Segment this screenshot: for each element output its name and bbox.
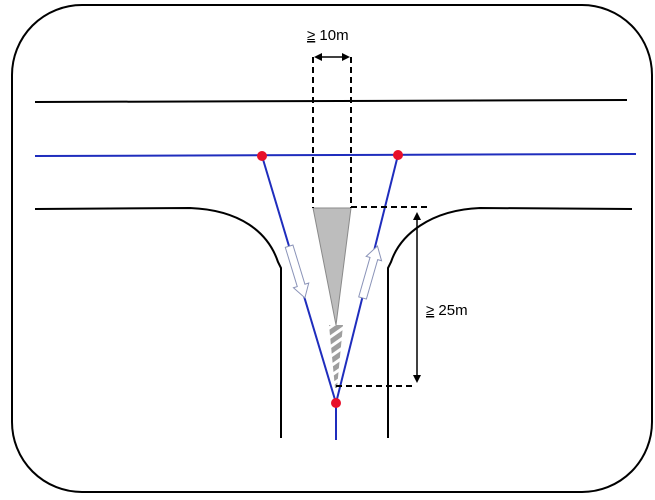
length-dimension	[336, 206, 428, 387]
width-label: ≥ 10m	[307, 27, 349, 44]
traffic-island	[312, 207, 352, 326]
node-bottom	[331, 398, 341, 408]
up-direction-arrow-icon	[358, 245, 383, 300]
road-edge-top	[34, 99, 628, 103]
node-right	[393, 150, 403, 160]
hatched-island-tail	[329, 325, 343, 388]
down-direction-arrow-icon	[284, 244, 310, 299]
road-edge-left-curb	[34, 206, 282, 438]
node-left	[257, 151, 267, 161]
width-dimension	[312, 53, 352, 208]
length-label: ≥ 25m	[426, 302, 468, 319]
lane-line-main	[34, 153, 637, 157]
